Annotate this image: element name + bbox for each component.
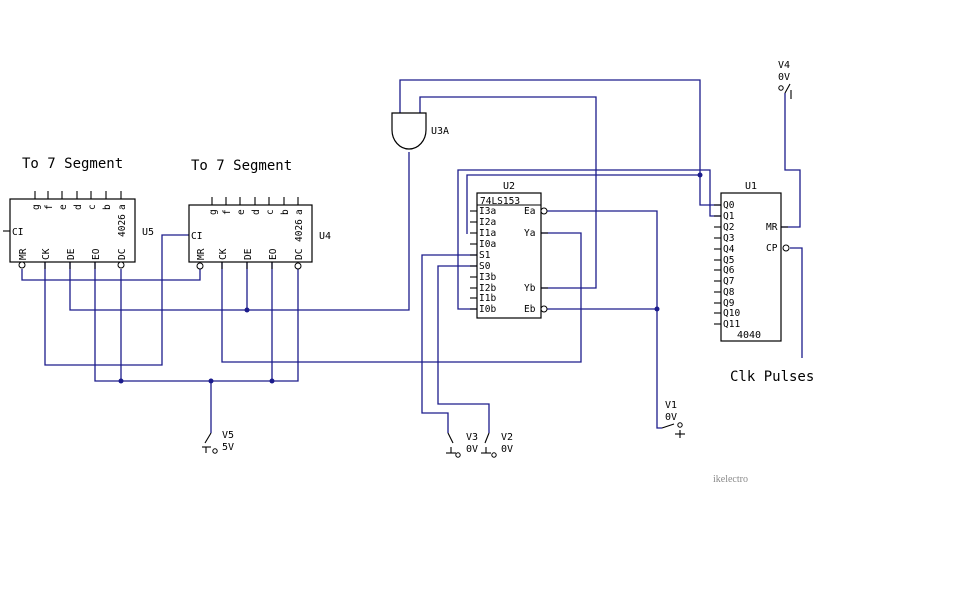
- u1-part-number: 4040: [737, 330, 761, 341]
- v1-switch[interactable]: V1 0V: [661, 400, 685, 438]
- u1-pin-q10: Q10: [723, 308, 740, 319]
- u1-chip[interactable]: Q0 Q1 Q2 Q3 Q4 Q5 Q6 Q7 Q8 Q9 Q10 Q11 MR…: [714, 181, 790, 342]
- v2-name: V2: [501, 432, 513, 443]
- wires: [21, 79, 803, 433]
- v2-value: 0V: [501, 444, 513, 455]
- junction-dot: [654, 306, 660, 312]
- u5-pin-b: b: [102, 204, 113, 210]
- u4-pin-d: d: [251, 209, 262, 215]
- u5-pin-e: e: [58, 204, 69, 210]
- u1-pin-q0: Q0: [723, 200, 735, 211]
- u4-chip[interactable]: g f e d c b a CI MR CK DE EO DC 4026 U4: [188, 197, 331, 270]
- junction-dot: [208, 378, 214, 384]
- u3a-and-gate[interactable]: U3A: [391, 112, 449, 150]
- u3a-ref: U3A: [431, 126, 449, 137]
- u1-pin-q9: Q9: [723, 298, 735, 309]
- u2-pin-s1: S1: [479, 250, 491, 261]
- u5-pin-g: g: [31, 204, 42, 210]
- junction-dot: [118, 378, 124, 384]
- u2-pin-i2a: I2a: [479, 217, 496, 228]
- v3-value: 0V: [466, 444, 478, 455]
- v4-value: 0V: [778, 72, 790, 83]
- u2-pin-i0a: I0a: [479, 239, 496, 250]
- u5-pin-mr: MR: [18, 248, 29, 260]
- u2-pin-i1a: I1a: [479, 228, 496, 239]
- u5-pin-a: a: [117, 204, 128, 210]
- u2-pin-i0b: I0b: [479, 304, 496, 315]
- watermark-text: ikelectro: [713, 474, 748, 485]
- u4-ref: U4: [319, 231, 331, 242]
- v3-name: V3: [466, 432, 478, 443]
- u2-pin-i2b: I2b: [479, 283, 496, 294]
- u2-part-number: 74LS153: [480, 196, 520, 207]
- u5-part-number: 4026: [117, 214, 128, 237]
- v3-switch[interactable]: V3 0V: [446, 432, 478, 458]
- u4-pin-g: g: [208, 209, 219, 215]
- u1-pin-q3: Q3: [723, 233, 734, 244]
- clock-pulses-heading: Clk Pulses: [730, 369, 814, 385]
- u2-pin-ya: Ya: [524, 228, 535, 239]
- v4-name: V4: [778, 60, 790, 71]
- u1-pin-cp: CP: [766, 243, 778, 254]
- u5-pin-eo: EO: [91, 248, 102, 260]
- u4-pin-f: f: [222, 209, 233, 215]
- u4-pin-c: c: [265, 209, 276, 215]
- u5-pin-f: f: [44, 204, 55, 210]
- junction-dot: [269, 378, 275, 384]
- u4-target-heading: To 7 Segment: [191, 158, 292, 174]
- u1-pin-q5: Q5: [723, 255, 734, 266]
- u4-pin-ci: CI: [191, 231, 202, 242]
- u2-pin-i3a: I3a: [479, 206, 496, 217]
- u2-chip[interactable]: 74LS153 I3a I2a I1a I0a S1 S0 I3b I2b I1…: [470, 181, 548, 319]
- u4-pin-de: DE: [243, 248, 254, 260]
- u4-pin-mr: MR: [196, 248, 207, 260]
- u4-pin-ck: CK: [218, 248, 229, 260]
- u1-pin-mr: MR: [766, 222, 778, 233]
- v2-switch[interactable]: V2 0V: [481, 432, 513, 458]
- v1-value: 0V: [665, 412, 677, 423]
- junction-dot: [244, 307, 250, 313]
- u5-pin-ck: CK: [41, 248, 52, 260]
- u5-ref: U5: [142, 227, 154, 238]
- junction-dot: [697, 172, 703, 178]
- v4-switch[interactable]: V4 0V: [778, 60, 792, 99]
- u1-ref: U1: [745, 181, 757, 192]
- u2-pin-eb: Eb: [524, 304, 536, 315]
- u5-pin-dc: DC: [117, 249, 128, 260]
- u4-pin-e: e: [236, 209, 247, 215]
- u2-ref: U2: [503, 181, 515, 192]
- u5-pin-de: DE: [66, 248, 77, 260]
- u2-pin-ea: Ea: [524, 206, 535, 217]
- u2-pin-s0: S0: [479, 261, 491, 272]
- u4-pin-eo: EO: [268, 248, 279, 260]
- u5-chip[interactable]: g f e d c b a CI MR CK DE EO DC 4026 U5: [3, 191, 154, 269]
- u1-pin-q7: Q7: [723, 276, 734, 287]
- u1-pin-q2: Q2: [723, 222, 734, 233]
- u5-pin-c: c: [87, 204, 98, 210]
- u4-part-number: 4026: [294, 219, 305, 242]
- v5-switch[interactable]: V5 5V: [202, 430, 234, 454]
- u1-pin-q4: Q4: [723, 244, 735, 255]
- u2-pin-i1b: I1b: [479, 293, 496, 304]
- v5-value: 5V: [222, 442, 234, 453]
- u4-pin-a: a: [294, 209, 305, 215]
- u4-pin-b: b: [280, 209, 291, 215]
- u1-pin-q8: Q8: [723, 287, 735, 298]
- v1-name: V1: [665, 400, 677, 411]
- u5-pin-d: d: [73, 204, 84, 210]
- u4-pin-dc: DC: [294, 249, 305, 260]
- u1-pin-q6: Q6: [723, 265, 735, 276]
- v5-name: V5: [222, 430, 234, 441]
- u5-target-heading: To 7 Segment: [22, 156, 123, 172]
- u1-pin-q11: Q11: [723, 319, 740, 330]
- u2-pin-i3b: I3b: [479, 272, 496, 283]
- u2-pin-yb: Yb: [524, 283, 536, 294]
- junctions: [118, 172, 703, 384]
- u1-pin-q1: Q1: [723, 211, 735, 222]
- u5-pin-ci: CI: [12, 227, 23, 238]
